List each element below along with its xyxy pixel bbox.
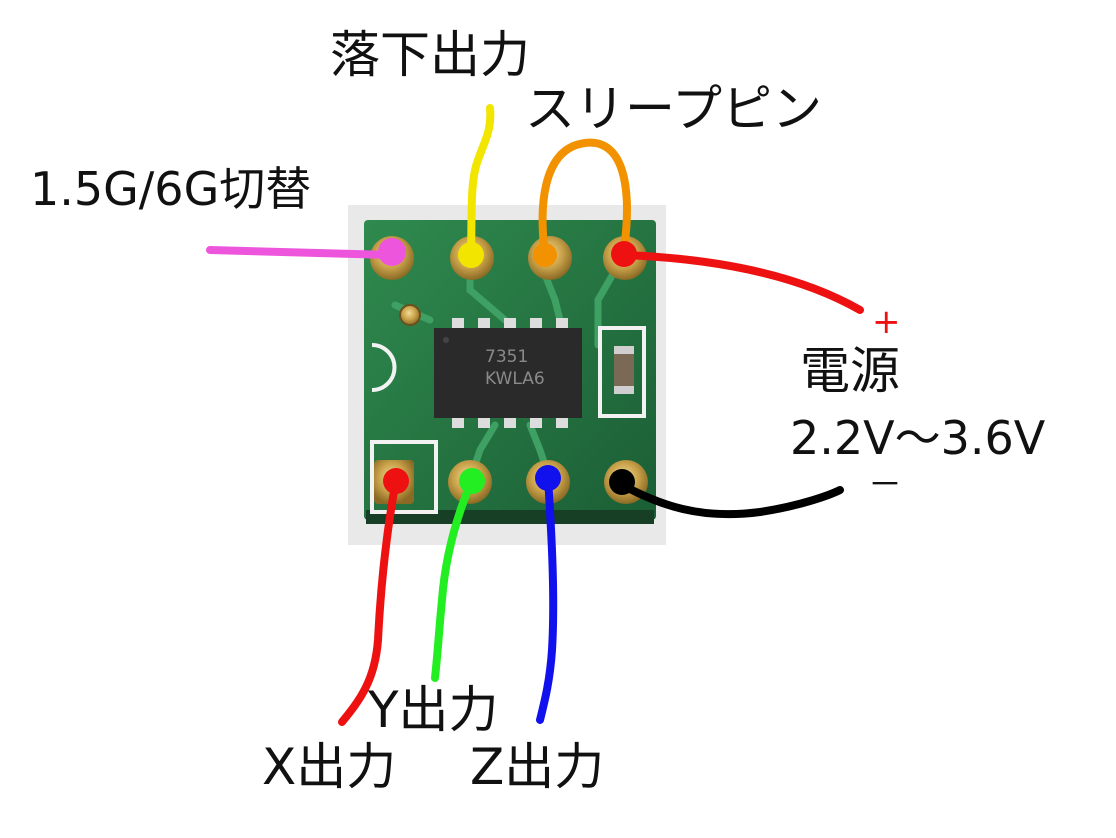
via xyxy=(399,304,421,326)
x-output-dot xyxy=(383,468,409,494)
power-minus-wire xyxy=(618,481,844,519)
z-output-dot xyxy=(535,465,561,491)
power-minus-sign: － xyxy=(868,465,902,505)
z-output-label: Z出力 xyxy=(470,738,604,796)
wires xyxy=(206,104,864,726)
board-photo: 7351 KWLA6 xyxy=(348,205,666,545)
power-label: 電源 xyxy=(800,342,900,400)
power-plus-wire xyxy=(621,251,864,314)
power-plus-sign: + xyxy=(872,302,901,342)
pin1-marker xyxy=(370,440,438,514)
accelerometer-chip: 7351 KWLA6 xyxy=(434,318,582,428)
chip-body xyxy=(434,328,582,418)
range-switch-label: 1.5G/6G切替 xyxy=(30,162,311,216)
power-minus-dot xyxy=(609,469,635,495)
y-output-dot xyxy=(459,468,485,494)
range-switch-wire xyxy=(206,246,396,259)
x-output-wire xyxy=(338,476,400,726)
x-output-label: X出力 xyxy=(262,738,396,796)
y-output-wire xyxy=(431,476,476,682)
sleep-pin-label: スリープピン xyxy=(525,80,822,138)
capacitor xyxy=(614,346,634,394)
drop-output-dot xyxy=(458,242,484,268)
drop-output-wire xyxy=(467,104,495,259)
capacitor-outline xyxy=(598,326,646,418)
power-plus-dot xyxy=(611,241,637,267)
chip-marking-line1: 7351 xyxy=(485,347,528,367)
range-switch-dot xyxy=(378,238,406,266)
labels: 落下出力 スリープピン 1.5G/6G切替 + 電源 2.2V～3.6V － Y… xyxy=(30,26,1046,796)
chip-leads xyxy=(452,318,568,428)
sleep-pin-dot xyxy=(533,243,557,267)
drop-output-label: 落下出力 xyxy=(330,26,530,84)
z-output-wire xyxy=(536,474,558,724)
wire-dots xyxy=(378,238,637,495)
sleep-pin-wire xyxy=(538,138,631,259)
silkscreen xyxy=(370,326,646,514)
power-voltage-label: 2.2V～3.6V xyxy=(790,411,1046,465)
mount-arc xyxy=(371,343,397,392)
y-output-label: Y出力 xyxy=(367,681,499,739)
chip-marking-line2: KWLA6 xyxy=(485,369,545,389)
